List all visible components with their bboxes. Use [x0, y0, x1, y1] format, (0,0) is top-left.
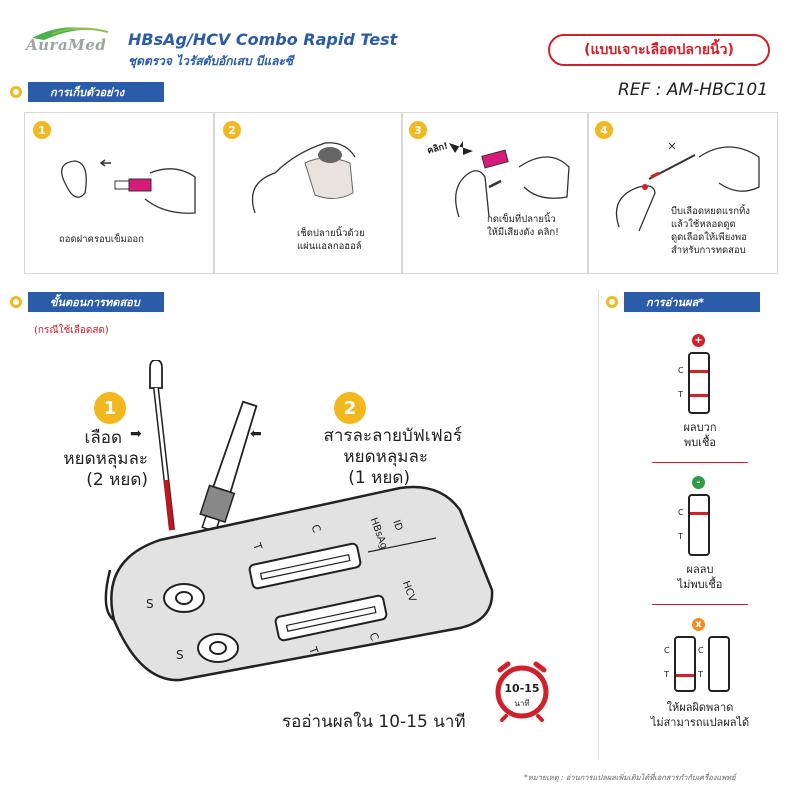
buffer-bottle-icon	[199, 400, 258, 533]
remove-needle-cap-icon	[61, 159, 196, 214]
timer-value: 10-15	[504, 682, 540, 695]
result-divider	[652, 604, 748, 605]
section-bullet-icon	[10, 296, 22, 308]
collection-step-4: 4 บีบเลือดหยดแรกทิ้งแล้วใช้หลอดดูดดูดเลื…	[588, 112, 778, 274]
step-1-text: ถอดฝาครอบเข็มออก	[59, 234, 144, 245]
t-marker: T	[698, 670, 703, 679]
product-title-en: HBsAg/HCV Combo Rapid Test	[128, 30, 398, 49]
c-line	[690, 512, 708, 515]
column-divider	[598, 290, 599, 760]
step-2-line-1: สารละลายบัฟเฟอร์	[323, 426, 462, 446]
arrow-left-icon: ⬅	[250, 426, 262, 442]
step-2-instructions: สารละลายบัฟเฟอร์ หยดหลุมละ (1 หยด)	[262, 426, 462, 489]
positive-label-1: ผลบวก	[683, 421, 717, 434]
negative-strip	[688, 494, 710, 556]
c-marker: C	[678, 508, 684, 517]
test-cassette-illustration	[104, 360, 494, 682]
c-marker: C	[698, 646, 704, 655]
step-number-badge: 2	[223, 121, 241, 139]
wait-instruction: รออ่านผลใน 10-15 นาที	[282, 712, 466, 732]
t-marker: T	[678, 390, 683, 399]
timer-unit: นาที	[514, 699, 530, 708]
sample-well-2-label: S	[176, 648, 184, 662]
procedure-section-header: ขั้นตอนการทดสอบ	[28, 292, 164, 312]
invalid-strip-blank	[708, 636, 730, 692]
sample-well-1-label: S	[146, 597, 154, 611]
step-1-line-2: หยดหลุมละ	[63, 449, 148, 469]
positive-result-label: ผลบวก พบเชื้อ	[650, 420, 750, 450]
logo-text: AuraMed	[26, 36, 107, 54]
step-2-line-2: หยดหลุมละ	[343, 447, 428, 467]
step-1-line-1: เลือด	[84, 428, 122, 448]
lancet-press-icon	[449, 141, 570, 217]
alarm-clock-icon	[495, 661, 549, 722]
c-marker: C	[664, 646, 670, 655]
invalid-label-2: ไม่สามารถแปลผลได้	[650, 716, 750, 729]
t-marker: T	[678, 532, 683, 541]
section-bullet-icon	[606, 296, 618, 308]
collection-step-3: 3 คลิก! กดเข็มที่ปลายนิ้วให้มีเสียงดัง ค…	[402, 112, 588, 274]
result-divider	[652, 462, 748, 463]
step-number-badge: 1	[33, 121, 51, 139]
invalid-icon: x	[692, 618, 705, 631]
negative-label-2: ไม่พบเชื้อ	[677, 578, 723, 591]
collection-section-header: การเก็บตัวอย่าง	[28, 82, 164, 102]
invalid-label-1: ให้ผลผิดพลาด	[666, 701, 734, 714]
section-bullet-icon	[10, 86, 22, 98]
t-marker: T	[664, 670, 669, 679]
step-3-text: กดเข็มที่ปลายนิ้วให้มีเสียงดัง คลิก!	[487, 214, 559, 238]
c-line	[690, 370, 708, 373]
step-number-badge: 3	[409, 121, 427, 139]
negative-label-1: ผลลบ	[686, 563, 714, 576]
alcohol-wipe-icon	[251, 142, 356, 214]
positive-strip	[688, 352, 710, 414]
step-number-badge: 4	[595, 121, 613, 139]
step-1-instructions: เลือด หยดหลุมละ (2 หยด)	[36, 428, 148, 491]
negative-icon: -	[692, 476, 705, 489]
procedure-step-2-badge: 2	[334, 392, 366, 424]
step-4-text: บีบเลือดหยดแรกทิ้งแล้วใช้หลอดดูดดูดเลือด…	[671, 206, 750, 256]
collection-step-1: 1 ถอดฝาครอบเข็มออก	[24, 112, 214, 274]
auramed-logo: AuraMed	[22, 22, 118, 66]
footnote: *หมายเหตุ : อ่านการแปลผลเพิ่มเติมได้ที่เ…	[524, 773, 736, 782]
collection-step-2: 2 เช็ดปลายนิ้วด้วยแผ่นแอลกอฮอล์	[214, 112, 402, 274]
step-2-text: เช็ดปลายนิ้วด้วยแผ่นแอลกอฮอล์	[297, 228, 365, 252]
step-1-line-3: (2 หยด)	[86, 470, 148, 490]
t-line	[676, 674, 694, 677]
product-title-th: ชุดตรวจ ไวรัสตับอักเสบ บีและซี	[128, 54, 294, 68]
negative-result-label: ผลลบ ไม่พบเชื้อ	[650, 562, 750, 592]
step-2-line-3: (1 หยด)	[348, 468, 410, 488]
t-line	[690, 394, 708, 397]
test-cassette	[104, 485, 494, 682]
ref-code: REF : AM-HBC101	[618, 80, 769, 100]
fresh-blood-note: (กรณีใช้เลือดสด)	[34, 325, 109, 336]
blood-dropper-icon	[615, 142, 760, 232]
positive-label-2: พบเชื้อ	[683, 436, 717, 449]
procedure-step-1-badge: 1	[94, 392, 126, 424]
reading-section-header: การอ่านผล*	[624, 292, 760, 312]
fingerstick-badge: (แบบเจาะเลือดปลายนิ้ว)	[548, 34, 770, 66]
positive-icon: +	[692, 334, 705, 347]
invalid-strip-t-only	[674, 636, 696, 692]
c-marker: C	[678, 366, 684, 375]
invalid-result-label: ให้ผลผิดพลาด ไม่สามารถแปลผลได้	[620, 700, 780, 730]
arrow-right-icon: ➡	[130, 426, 142, 442]
logo-swoosh-icon	[32, 27, 109, 40]
